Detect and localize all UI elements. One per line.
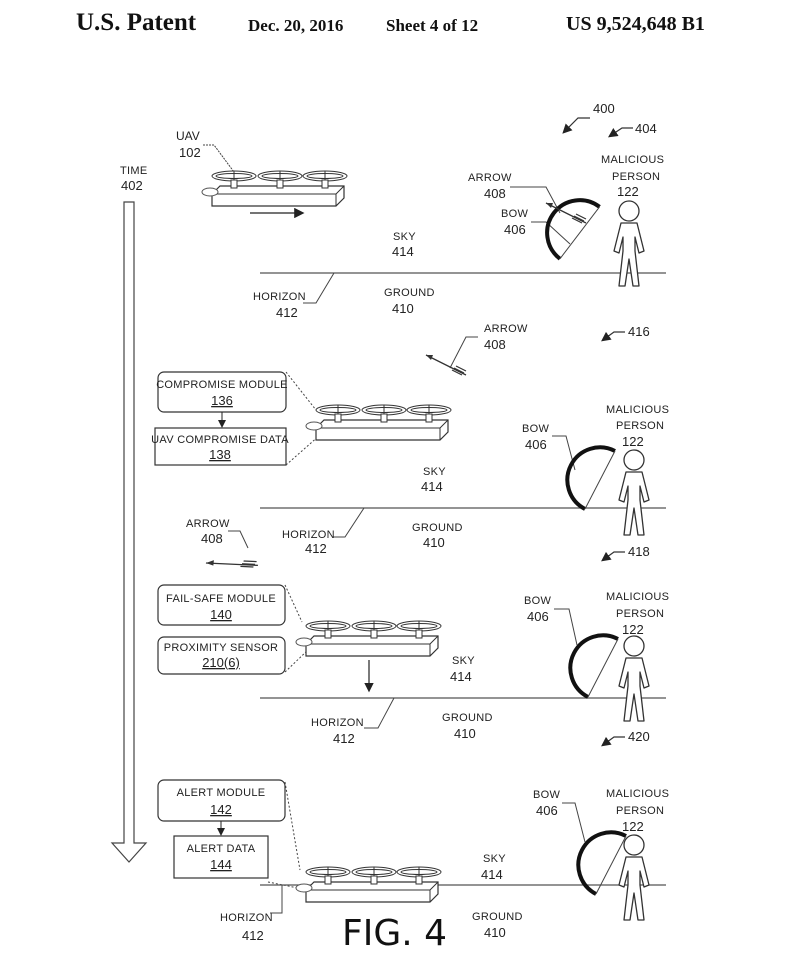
- box-title: UAV COMPROMISE DATA: [151, 434, 289, 446]
- person-label: PERSON: [616, 420, 664, 432]
- panel-ref-404: 404: [635, 121, 657, 136]
- box-title: FAIL-SAFE MODULE: [166, 593, 276, 605]
- sheet-number: Sheet 4 of 12: [386, 16, 479, 35]
- horizon-num: 412: [276, 305, 298, 320]
- figure-ref: 400: [593, 101, 615, 116]
- ground-label: GROUND: [442, 712, 493, 724]
- malicious-label: MALICIOUS: [606, 591, 669, 603]
- malicious-label: MALICIOUS: [601, 154, 664, 166]
- alert-data-box: [173, 835, 269, 879]
- box-title: ALERT MODULE: [177, 787, 266, 799]
- ground-num: 410: [454, 726, 476, 741]
- panel-416: 416 ARROW 408 COMPROMISE MODULE 136 UAV …: [151, 323, 669, 583]
- malicious-person-figure: [618, 834, 650, 921]
- box-title: COMPROMISE MODULE: [156, 379, 288, 391]
- ground-label: GROUND: [412, 522, 463, 534]
- sky-num: 414: [450, 669, 472, 684]
- malicious-person-figure: [618, 449, 650, 536]
- bow-label: BOW: [524, 595, 551, 607]
- arrow-label: ARROW: [484, 323, 528, 335]
- patent-header-title: U.S. Patent: [76, 9, 197, 36]
- person-num: 122: [622, 622, 644, 637]
- horizon-label: HORIZON: [311, 717, 364, 729]
- bow-label: BOW: [522, 423, 549, 435]
- bow-label: BOW: [501, 208, 528, 220]
- box-num: 210(6): [202, 655, 240, 670]
- person-num: 122: [617, 184, 639, 199]
- person-num: 122: [622, 819, 644, 834]
- person-label: PERSON: [612, 171, 660, 183]
- malicious-label: MALICIOUS: [606, 788, 669, 800]
- box-num: 142: [210, 802, 232, 817]
- arrow-label: ARROW: [468, 172, 512, 184]
- panel-418: 418 FAIL-SAFE MODULE 140 PROXIMITY SENSO…: [157, 544, 669, 746]
- patent-number: US 9,524,648 B1: [566, 13, 705, 35]
- sky-num: 414: [392, 244, 414, 259]
- time-arrow: [110, 201, 148, 863]
- sky-label: SKY: [483, 853, 506, 865]
- panel-ref-420: 420: [628, 729, 650, 744]
- box-num: 138: [209, 447, 231, 462]
- malicious-person-figure: [618, 635, 650, 722]
- box-title: ALERT DATA: [187, 843, 256, 855]
- arrow-label: ARROW: [186, 518, 230, 530]
- arrow-num: 408: [201, 531, 223, 546]
- box-num: 144: [210, 857, 232, 872]
- horizon-num: 412: [305, 541, 327, 556]
- panel-ref-416: 416: [628, 324, 650, 339]
- patent-date: Dec. 20, 2016: [248, 16, 344, 35]
- panel-404: 404 UAV 102 SKY 414 HORIZON 412 GROUND 4…: [176, 121, 666, 320]
- ref-400-leader: [562, 117, 590, 134]
- ground-num: 410: [392, 301, 414, 316]
- horizon-label: HORIZON: [282, 529, 335, 541]
- sky-num: 414: [481, 867, 503, 882]
- malicious-label: MALICIOUS: [606, 404, 669, 416]
- proximity-sensor-box: [157, 636, 286, 675]
- uav-num: 102: [179, 145, 201, 160]
- horizon-label: HORIZON: [220, 912, 273, 924]
- uav-label: UAV: [176, 129, 200, 143]
- person-label: PERSON: [616, 608, 664, 620]
- box-num: 140: [210, 607, 232, 622]
- sky-label: SKY: [452, 655, 475, 667]
- sky-label: SKY: [423, 466, 446, 478]
- bow-num: 406: [536, 803, 558, 818]
- arrow-in-flight: [425, 354, 467, 376]
- time-num: 402: [121, 178, 143, 193]
- person-num: 122: [622, 434, 644, 449]
- uav-compromise-data-box: [154, 427, 287, 466]
- box-num: 136: [211, 393, 233, 408]
- horizon-num: 412: [333, 731, 355, 746]
- fail-safe-module-box: [157, 584, 286, 626]
- ground-num: 410: [423, 535, 445, 550]
- sky-num: 414: [421, 479, 443, 494]
- time-label: TIME: [120, 165, 147, 177]
- arrow-num: 408: [484, 337, 506, 352]
- person-label: PERSON: [616, 805, 664, 817]
- bow-num: 406: [504, 222, 526, 237]
- bow-num: 406: [527, 609, 549, 624]
- bow-label: BOW: [533, 789, 560, 801]
- bow-num: 406: [525, 437, 547, 452]
- ground-label: GROUND: [472, 911, 523, 923]
- panel-420: 420 ALERT MODULE 142 ALERT DATA 144 HORI…: [157, 729, 669, 943]
- arrow-num: 408: [484, 186, 506, 201]
- horizon-num: 412: [242, 928, 264, 943]
- figure-caption: FIG. 4: [342, 913, 447, 954]
- horizon-label: HORIZON: [253, 291, 306, 303]
- ground-label: GROUND: [384, 287, 435, 299]
- panel-ref-418: 418: [628, 544, 650, 559]
- ground-num: 410: [484, 925, 506, 940]
- box-title: PROXIMITY SENSOR: [164, 642, 279, 654]
- sky-label: SKY: [393, 231, 416, 243]
